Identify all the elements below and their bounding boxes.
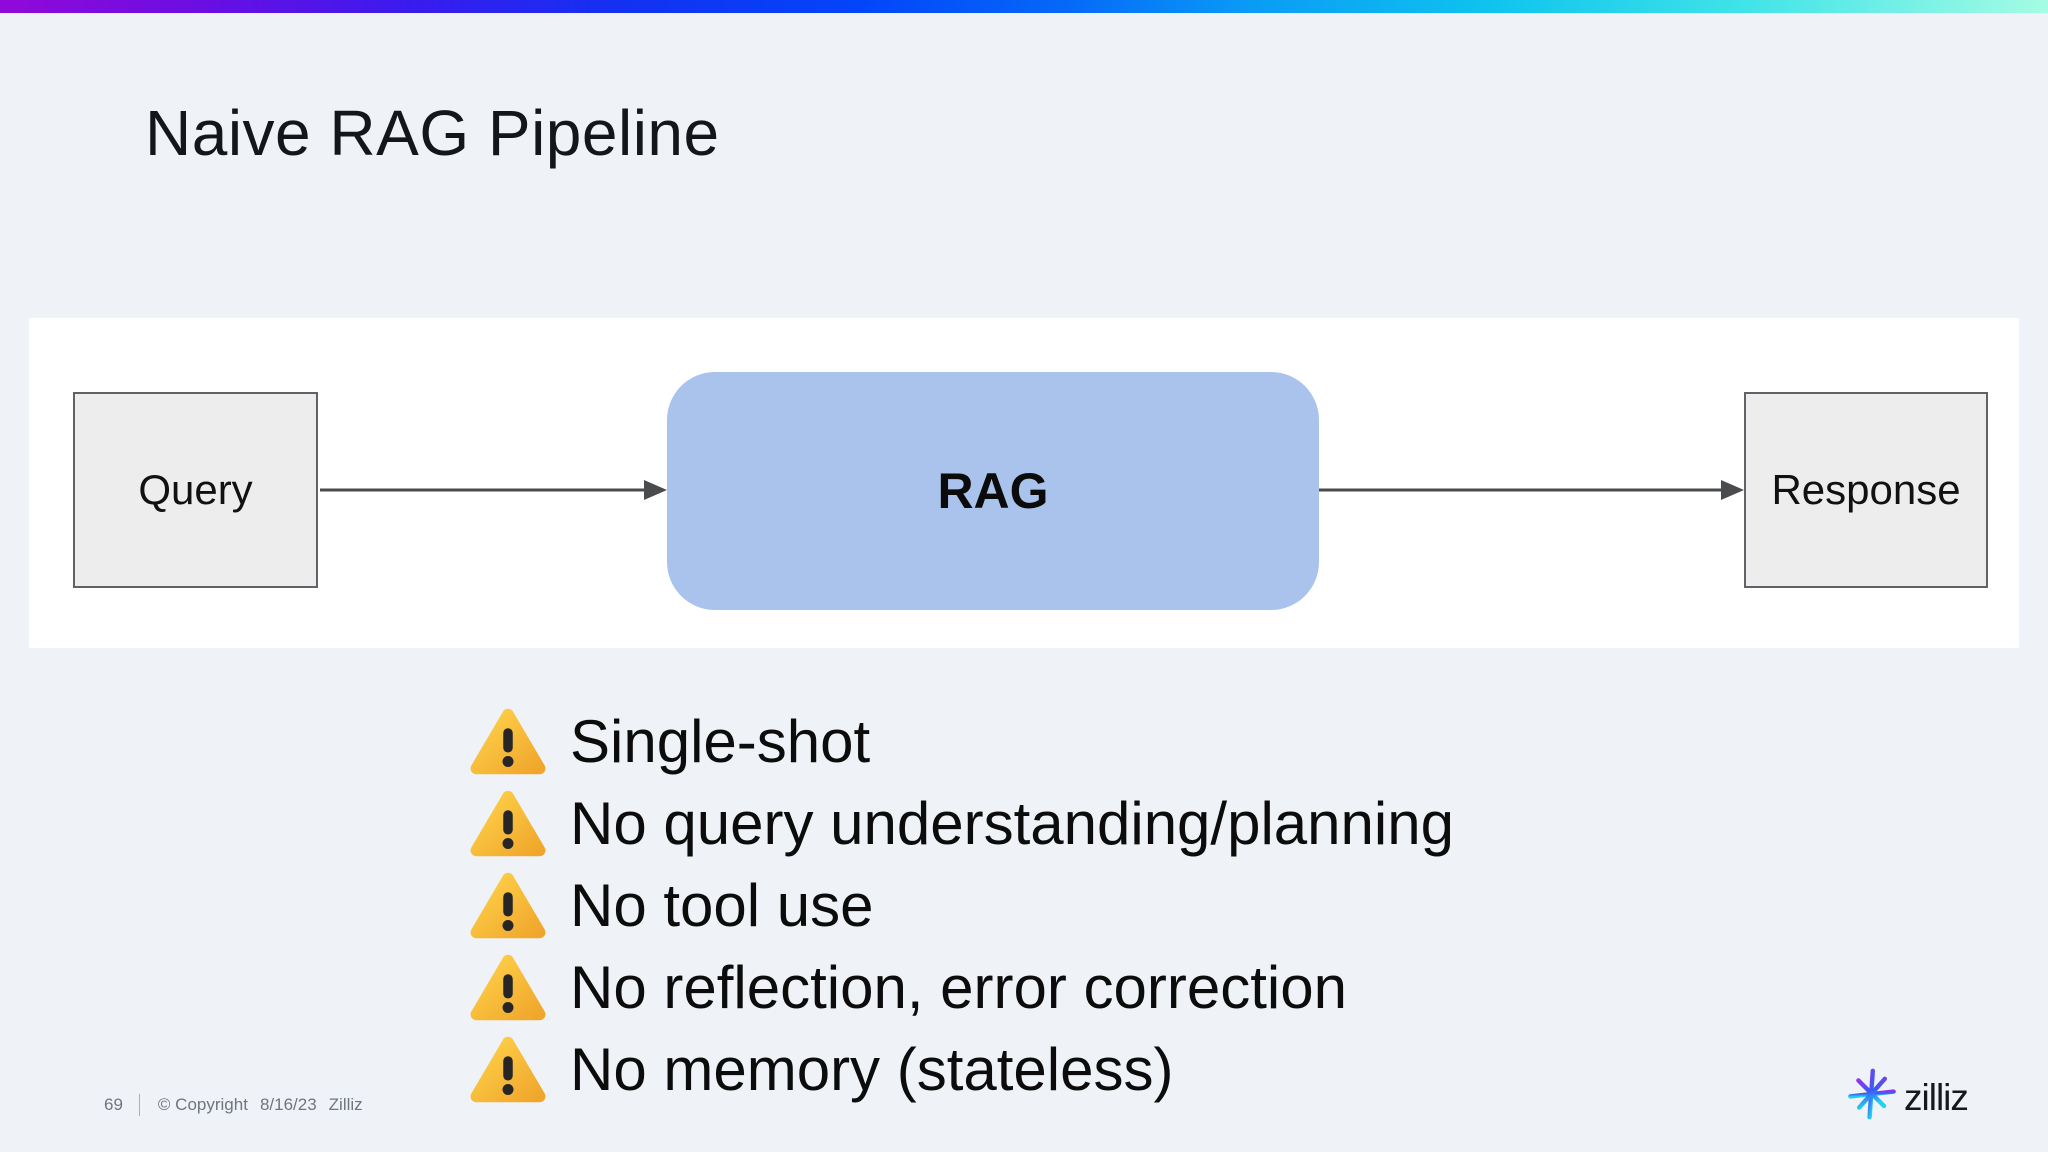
copyright-text: © Copyright (157, 1095, 248, 1114)
slide-title: Naive RAG Pipeline (145, 97, 720, 169)
warning-icon (470, 708, 546, 775)
list-item-text: No query understanding/planning (570, 790, 1454, 857)
list-item-text: No reflection, error correction (570, 954, 1347, 1021)
page-number: 69 (104, 1095, 123, 1114)
limitations-list: Single-shot No query understanding/plann… (470, 701, 1454, 1111)
footer-company: Zilliz (328, 1095, 363, 1114)
list-item: No memory (stateless) (470, 1029, 1454, 1111)
rag-node-label: RAG (937, 463, 1049, 519)
list-item: No query understanding/planning (470, 783, 1454, 865)
footer-divider (138, 1094, 140, 1116)
query-node-label: Query (138, 466, 253, 513)
slide-footer: 69 © Copyright 8/16/23 Zilliz (104, 1094, 375, 1116)
response-node: Response (1744, 392, 1988, 588)
warning-icon (470, 790, 546, 857)
list-item: No tool use (470, 865, 1454, 947)
zilliz-wordmark: zilliz (1904, 1076, 1969, 1118)
list-item: No reflection, error correction (470, 947, 1454, 1029)
response-node-label: Response (1771, 466, 1961, 513)
rag-node: RAG (667, 372, 1319, 610)
warning-icon (470, 954, 546, 1021)
warning-icon (470, 872, 546, 939)
footer-date: 8/16/23 (259, 1095, 317, 1114)
list-item: Single-shot (470, 701, 1454, 783)
warning-icon (470, 1036, 546, 1103)
query-node: Query (73, 392, 318, 588)
gradient-accent-bar (0, 0, 2048, 13)
zilliz-starburst-icon (1848, 1068, 1896, 1120)
list-item-text: Single-shot (570, 708, 871, 775)
zilliz-logo: zilliz (1848, 1066, 1969, 1122)
list-item-text: No tool use (570, 872, 874, 939)
list-item-text: No memory (stateless) (570, 1036, 1174, 1103)
